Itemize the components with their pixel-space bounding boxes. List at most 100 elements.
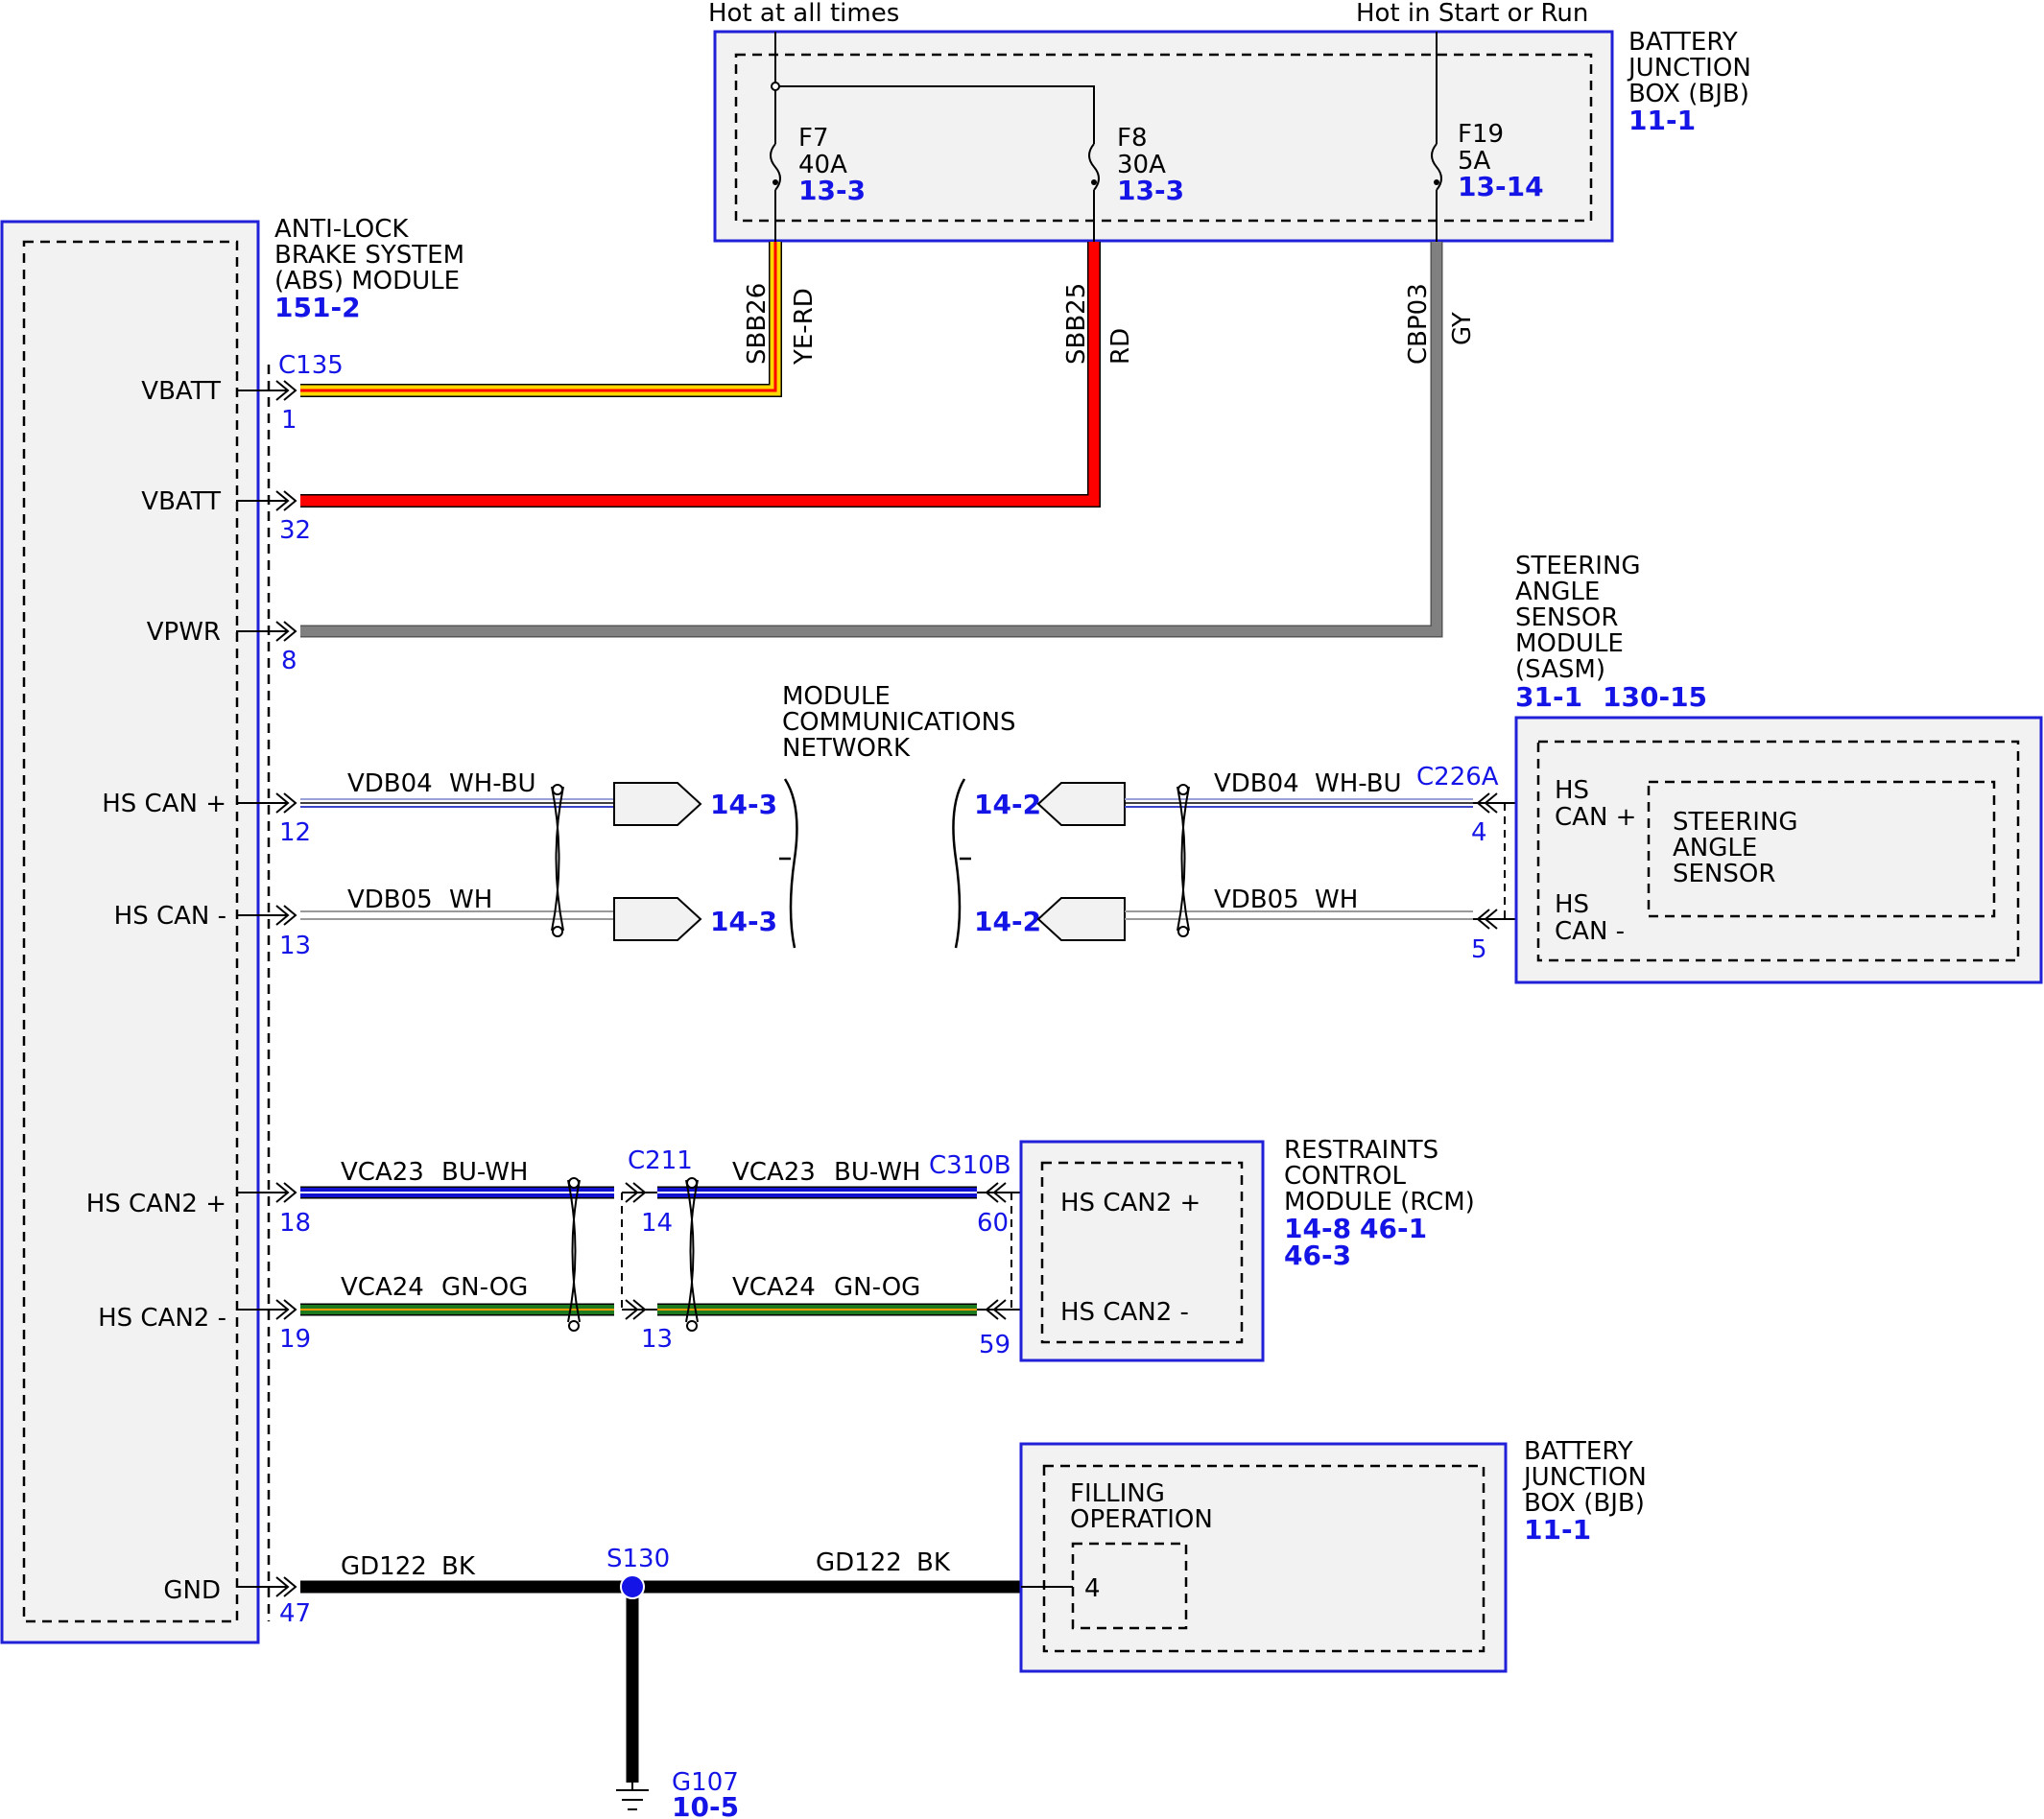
wire-vdb04-right-circuit: VDB04 <box>1214 769 1299 798</box>
sasm-pin-label-1a: HS <box>1555 776 1589 805</box>
abs-pin-label: HS CAN - <box>114 902 226 931</box>
network-arrow-left-bottom <box>613 897 702 941</box>
bjb-bottom-inner-label-1: FILLING <box>1070 1479 1165 1508</box>
rcm-inner <box>1040 1161 1244 1344</box>
fuse-f8-symbol <box>1088 143 1100 191</box>
network-arrow-right-top <box>1036 782 1126 826</box>
abs-module-box <box>0 220 260 1644</box>
wire-sbb26: SBB26 YE-RD <box>300 242 819 397</box>
fuse-f19-dot <box>1434 179 1439 185</box>
abs-pin-label: GND <box>163 1576 221 1605</box>
bjb-bottom-title-2: JUNCTION <box>1522 1463 1647 1492</box>
network-ref-left-top: 14-3 <box>710 789 777 820</box>
abs-pin-connector-icon <box>275 490 297 511</box>
abs-pin-row: HS CAN + 12 <box>102 790 311 847</box>
fuse-f7-name: F7 <box>798 124 829 153</box>
abs-pin-rows: VBATT 1 VBATT 32 VPWR 8 HS CAN + 12 HS C… <box>86 377 311 1628</box>
abs-pin-row: HS CAN2 - 19 <box>98 1299 311 1354</box>
rcm-pin-label: HS CAN2 - <box>1060 1298 1189 1327</box>
network-title-2: COMMUNICATIONS <box>782 708 1016 737</box>
brace-left-icon <box>779 778 798 949</box>
fuse-f8: F8 30A 13-3 <box>1088 124 1184 242</box>
wire-vca24-right-color: GN-OG <box>834 1273 920 1302</box>
sasm-title-1: STEERING <box>1515 552 1641 580</box>
sasm-pin-connector-icon <box>1476 792 1498 814</box>
twisted-pair-left-icon <box>551 786 564 932</box>
hot-in-start-run-label: Hot in Start or Run <box>1356 0 1588 28</box>
twist-end-icon <box>1177 784 1189 795</box>
c211-pin: 14 <box>641 1209 673 1238</box>
bjb-top-title-3: BOX (BJB) <box>1628 80 1749 108</box>
twisted-pair-can2-right-icon <box>685 1179 699 1323</box>
bjb-bottom-pin-box <box>1071 1542 1188 1630</box>
bjb-bottom-box <box>1019 1442 1508 1673</box>
sasm-title-2: ANGLE <box>1515 578 1600 606</box>
sasm-pin-connector-icon <box>1476 909 1498 930</box>
twist-end-icon <box>568 1320 580 1332</box>
abs-pin-number: 12 <box>279 818 311 847</box>
fuse-f8-rating: 30A <box>1117 151 1166 179</box>
fuse-f7-ref: 13-3 <box>798 175 866 206</box>
wire-vdb05-left-color: WH <box>449 886 492 914</box>
twist-end-icon <box>552 926 563 937</box>
fuse-f7-symbol <box>770 143 781 191</box>
abs-pin-row: VBATT 1 <box>141 377 297 435</box>
fuse-f19: F19 5A 13-14 <box>1431 120 1544 242</box>
abs-pin-number: 32 <box>279 516 311 545</box>
sasm-connector-c226a: C226A <box>1416 763 1499 791</box>
sasm-pin-number: 5 <box>1471 935 1487 964</box>
fuse-f8-name: F8 <box>1117 124 1148 153</box>
abs-title-1: ANTI-LOCK <box>274 215 409 244</box>
network-arrow-right-bottom <box>1036 897 1126 941</box>
rcm-ref-3: 46-3 <box>1284 1240 1351 1271</box>
steering-angle-sensor-label-3: SENSOR <box>1673 860 1775 888</box>
wire-cbp03-circuit: CBP03 <box>1404 283 1433 365</box>
network-arrow-left-top <box>613 782 702 826</box>
fuse-f8-ref: 13-3 <box>1117 175 1184 206</box>
abs-pin-number: 18 <box>279 1209 311 1238</box>
network-title-3: NETWORK <box>782 734 911 763</box>
steering-angle-sensor-label-2: ANGLE <box>1673 834 1757 862</box>
sasm-pin-number: 4 <box>1471 818 1487 847</box>
abs-pin-row: VBATT 32 <box>141 487 311 545</box>
rcm-pin-number: 60 <box>977 1209 1009 1238</box>
abs-pin-connector-icon <box>275 380 297 401</box>
wire-vca23-right-color: BU-WH <box>834 1158 920 1187</box>
rcm-connector-c310b: C310B <box>929 1151 1011 1180</box>
sasm-title-3: SENSOR <box>1515 603 1618 632</box>
abs-pin-row: HS CAN2 + 18 <box>86 1182 311 1238</box>
splice-s130-icon <box>620 1574 645 1599</box>
fuse-f19-ref: 13-14 <box>1458 171 1544 202</box>
can-left: VDB04 WH-BU VDB05 WH 14-3 14-3 <box>300 769 798 949</box>
steering-angle-sensor-label-1: STEERING <box>1673 808 1798 837</box>
fuse-f19-name: F19 <box>1458 120 1504 149</box>
rcm-title-1: RESTRAINTS <box>1284 1136 1438 1165</box>
ground-circuit: S130 GD122 BK GD122 BK G107 10-5 <box>300 1545 1021 1819</box>
abs-pin-connector-icon <box>275 1576 297 1597</box>
wire-cbp03-outline <box>300 242 1443 638</box>
bjb-top-inner <box>734 53 1593 223</box>
ground-g107-ref: 10-5 <box>672 1791 739 1819</box>
abs-title-3: (ABS) MODULE <box>274 267 460 295</box>
fuse-f8-dot <box>1091 179 1097 185</box>
wire-vca24-left-circuit: VCA24 <box>341 1273 424 1302</box>
abs-pin-label: VBATT <box>141 487 221 516</box>
fuse-f19-symbol <box>1431 143 1442 191</box>
wire-gd122-left-circuit: GD122 <box>341 1552 427 1581</box>
bjb-bottom: 4 FILLING OPERATION BATTERY JUNCTION BOX… <box>1019 1437 1647 1673</box>
wire-sbb26-color: YE-RD <box>790 288 819 366</box>
wire-cbp03-color: GY <box>1448 312 1477 345</box>
abs-pin-connector-icon <box>275 1182 297 1203</box>
abs-pin-label: HS CAN2 + <box>86 1190 226 1218</box>
abs-ref: 151-2 <box>274 292 361 323</box>
abs-pin-number: 8 <box>281 647 297 675</box>
bjb-top-title-2: JUNCTION <box>1627 54 1751 83</box>
sasm-ref-2: 130-15 <box>1603 681 1707 713</box>
bjb-bottom-title-3: BOX (BJB) <box>1524 1489 1645 1518</box>
wire-cbp03-fill <box>300 242 1441 636</box>
abs-pin-row: GND 47 <box>163 1576 311 1628</box>
sasm-box <box>1514 716 2043 984</box>
wire-sbb26-stripe <box>300 242 777 392</box>
wire-gd122-right-color: BK <box>916 1548 951 1577</box>
